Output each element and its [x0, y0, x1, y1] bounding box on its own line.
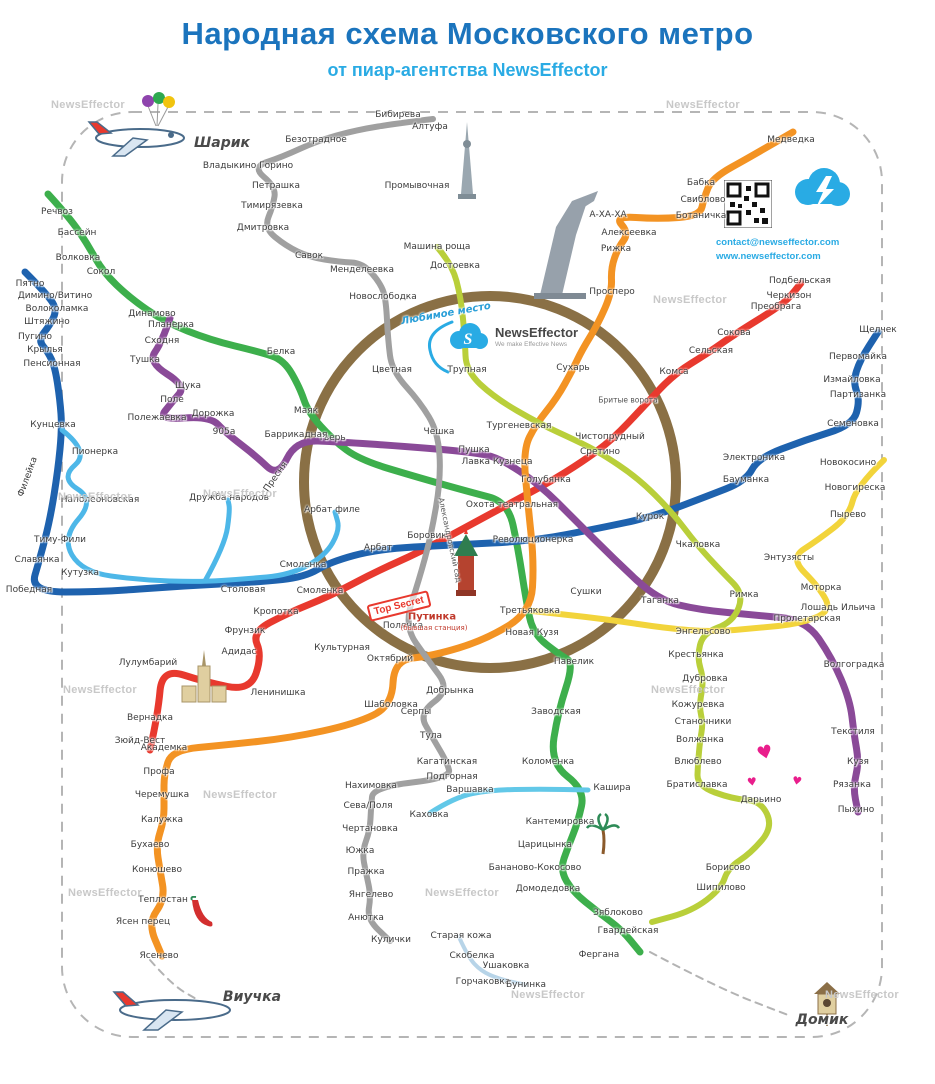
river-swirl-icon: [427, 320, 454, 374]
chili-pepper-icon: [190, 896, 213, 927]
palm-tree-icon: [586, 812, 620, 855]
cloud-logo-icon: S: [450, 323, 488, 349]
birdhouse-icon: [814, 982, 840, 1026]
airplane-bottom-illustration: [112, 991, 231, 1031]
logo-letter: S: [464, 331, 473, 348]
ostankino-tower-icon: [458, 122, 476, 199]
map-boundary-dashed: [61, 111, 883, 1038]
worker-kolkhoz-monument-icon: [534, 191, 598, 299]
red-line: [146, 279, 805, 754]
airport-connector-se-line: [649, 951, 789, 1016]
newseffector-logo: S NewsEffector We make Effective News: [446, 322, 578, 352]
kremlin-tower-icon: [454, 528, 478, 596]
orange-line: [148, 128, 797, 960]
contact-email: contact@newseffector.com: [716, 237, 840, 248]
airplane-top-illustration: [87, 121, 185, 157]
ring-line: [299, 291, 681, 673]
poster-title: Народная схема Московского метро: [181, 16, 754, 51]
brand-tagline: We make Effective News: [495, 340, 568, 348]
poster-subtitle: от пиар-агентства NewsEffector: [327, 60, 608, 80]
butovo-line: [457, 935, 528, 987]
teal-line: [427, 786, 591, 816]
contact-site: www.newseffector.com: [716, 251, 821, 263]
darkblue-line: [21, 268, 882, 596]
balloons-icon: [142, 92, 175, 127]
qr-code: [724, 180, 772, 228]
gray-line: [255, 116, 452, 944]
airport-connector-sw-line: [149, 959, 199, 1001]
lightgreen-line: [434, 244, 773, 925]
lightblue-line: [59, 427, 341, 584]
purple-line: [149, 314, 862, 816]
yellow-line: [529, 457, 887, 634]
brand-name: NewsEffector: [495, 325, 579, 341]
contact-block: contact@newseffector.com www.newseffecto…: [716, 236, 839, 265]
lightblue-branch-line: [202, 497, 232, 584]
cloud-lightning-icon: [795, 168, 850, 208]
msu-building-icon: [181, 650, 227, 703]
